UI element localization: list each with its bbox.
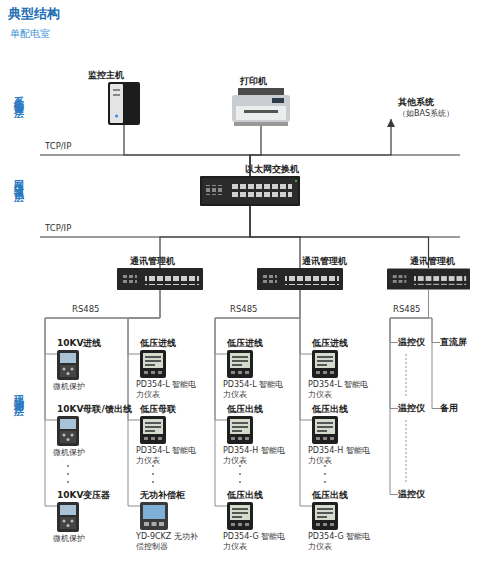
node-heading: 直流屏 [440, 337, 467, 348]
relay-icon [57, 350, 79, 380]
switch-icon [200, 176, 300, 206]
device-node: 低压出线PD354-G 智能电力仪表 [312, 502, 338, 530]
text-node: 温控仪 [398, 489, 425, 500]
node-caption: PD354-G 智能电力仪表 [223, 532, 289, 552]
node-heading: 监控主机 [88, 70, 148, 81]
host-icon [108, 82, 140, 125]
rs485-wire [390, 290, 429, 343]
device-node: 10KV进线微机保护 [57, 350, 79, 380]
controller-icon [140, 502, 168, 530]
node-heading: 温控仪 [398, 337, 425, 348]
device-node: 无功补偿柜YD-9CKZ 无功补偿控制器 [140, 502, 168, 530]
node-caption: PD354-H 智能电力仪表 [308, 446, 374, 466]
rs485-wire [215, 290, 300, 506]
text-node: 直流屏 [440, 337, 467, 348]
node-heading: 以太网交换机 [245, 164, 325, 175]
device-node: 监控主机 [108, 82, 140, 125]
network-link [250, 206, 300, 268]
rs485-wire [300, 290, 312, 420]
ellipsis-dots [67, 465, 326, 483]
bus-label: RS485 [230, 304, 258, 315]
manager-icon [257, 268, 343, 290]
meter-icon [227, 502, 253, 530]
node-caption: 微机保护 [53, 382, 119, 392]
title-text: 典型结构 [8, 6, 60, 22]
node-caption: 微机保护 [53, 534, 119, 544]
rs485-wire [128, 290, 160, 420]
device-node: 通讯管理机 [387, 268, 470, 290]
node-caption: PD354-L 智能电力仪表 [308, 380, 374, 400]
device-node: 低压出线PD354-H 智能电力仪表 [227, 416, 253, 444]
device-node: 以太网交换机 [200, 176, 300, 206]
dotted-line [406, 354, 407, 398]
node-caption: PD354-L 智能电力仪表 [136, 380, 202, 400]
device-node: 通讯管理机 [257, 268, 343, 290]
device-node: 打印机 [232, 88, 290, 126]
device-node: 低压出线PD354-H 智能电力仪表 [312, 416, 338, 444]
node-heading: 通讯管理机 [302, 256, 382, 267]
device-node: 低压进线PD354-L 智能电力仪表 [312, 350, 338, 378]
network-link [124, 125, 250, 176]
bus-label: RS485 [72, 304, 100, 315]
node-caption: PD354-L 智能电力仪表 [223, 380, 289, 400]
meter-icon [312, 350, 338, 378]
node-heading: 温控仪 [398, 403, 425, 414]
meter-icon [227, 350, 253, 378]
rs485-wire [390, 290, 429, 409]
meter-icon [312, 416, 338, 444]
bus-line [40, 154, 460, 155]
node-heading: 温控仪 [398, 489, 425, 500]
rs485-wire [429, 290, 441, 343]
device-node: 低压进线PD354-L 智能电力仪表 [227, 350, 253, 378]
node-heading: 备用 [440, 403, 458, 414]
manager-icon [387, 268, 470, 289]
rs485-wire [215, 290, 300, 420]
manager-icon [117, 268, 203, 290]
bus-label: TCP/IP [45, 141, 71, 152]
node-caption: 微机保护 [53, 448, 119, 458]
subtitle: 单配电室 [10, 27, 50, 40]
node-heading: 其他系统 [398, 97, 470, 108]
device-node: 低压母联PD354-L 智能电力仪表 [140, 416, 166, 444]
device-node: 低压进线PD354-L 智能电力仪表 [140, 350, 166, 378]
device-node: 10KV母联/馈出线微机保护 [57, 416, 79, 446]
meter-icon [140, 416, 166, 444]
relay-icon [57, 502, 79, 532]
node-caption: PD354-G 智能电力仪表 [308, 532, 374, 552]
printer-icon [232, 88, 290, 126]
node-caption: YD-9CKZ 无功补偿控制器 [136, 532, 202, 552]
layer-label: 系统管理层 [12, 88, 24, 103]
text-node: 其他系统（如BAS系统） [386, 97, 470, 119]
layer-label: 网络通讯层 [12, 172, 24, 187]
rs485-wire [390, 290, 429, 495]
bus-line [40, 236, 460, 237]
text-node: 备用 [440, 403, 458, 414]
network-link [250, 206, 429, 268]
node-heading: 通讯管理机 [130, 256, 210, 267]
layer-label: 现场测控层 [12, 386, 24, 401]
meter-icon [140, 350, 166, 378]
node-caption: PD354-H 智能电力仪表 [223, 446, 289, 466]
node-caption: （如BAS系统） [398, 108, 470, 119]
node-heading: 打印机 [240, 76, 300, 87]
bus-label: RS485 [393, 304, 421, 315]
dotted-line [406, 420, 407, 484]
device-node: 低压出线PD354-G 智能电力仪表 [227, 502, 253, 530]
rs485-wire [45, 290, 160, 420]
device-node: 10KV变压器微机保护 [57, 502, 79, 532]
rs485-wire [300, 290, 312, 354]
rs485-wire [429, 290, 441, 409]
node-heading: 通讯管理机 [410, 256, 490, 267]
meter-icon [227, 416, 253, 444]
relay-icon [57, 416, 79, 446]
device-node: 通讯管理机 [117, 268, 203, 290]
bus-label: TCP/IP [45, 223, 71, 234]
meter-icon [312, 502, 338, 530]
text-node: 温控仪 [398, 403, 425, 414]
text-node: 温控仪 [398, 337, 425, 348]
node-caption: PD354-L 智能电力仪表 [136, 446, 202, 466]
